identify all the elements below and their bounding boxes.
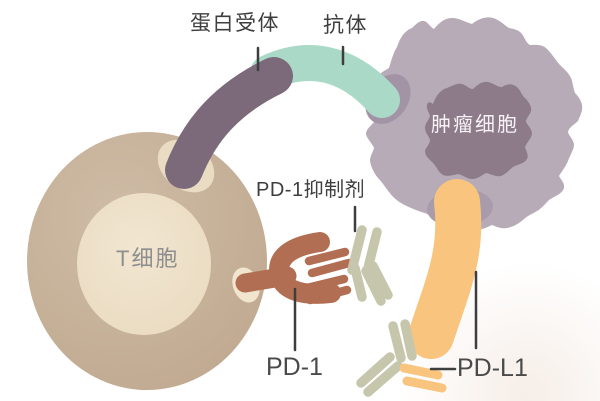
- pdl1-label: PD-L1: [457, 354, 528, 382]
- pd1-label: PD-1: [266, 353, 323, 381]
- pd1-bar: [307, 258, 354, 278]
- pdl1-bound-antibody: [356, 319, 447, 397]
- protein-receptor-label: 蛋白受体: [190, 12, 280, 35]
- pdl1-ligand-shape: [408, 179, 482, 359]
- pdl1-fragment-bar: [402, 376, 447, 393]
- inhibitor-bar: [368, 261, 393, 300]
- inhibitor-bar: [350, 263, 367, 302]
- tumor-cell-label: 肿瘤细胞: [431, 114, 519, 136]
- pdl1-fragment-bar: [399, 363, 443, 380]
- bound-antibody-bar: [363, 361, 403, 397]
- t-cell-label: T细胞: [116, 246, 180, 271]
- bound-antibody-bar: [388, 321, 406, 363]
- inhibitor-bar: [347, 225, 367, 275]
- bound-antibody-bar: [356, 352, 395, 388]
- pd1-inhibitor-antibody: [347, 225, 393, 306]
- bound-antibody-bar: [400, 319, 417, 361]
- pd1-bar: [302, 274, 349, 293]
- pd1-binding-bars: [302, 247, 354, 305]
- pointer-lines: [256, 45, 478, 371]
- inhibitor-bar: [361, 266, 386, 306]
- pd1-bar: [304, 247, 350, 266]
- pd1-bar: [305, 285, 352, 305]
- protein-receptor-shape: [165, 57, 293, 189]
- t-cell-nucleus: [77, 193, 211, 335]
- tumor-cell-nucleus: [425, 81, 532, 179]
- pd1-receptor-fork: [268, 232, 341, 304]
- antibody-label: 抗体: [323, 14, 368, 37]
- pd1-inhibitor-label: PD-1抑制剂: [256, 179, 366, 201]
